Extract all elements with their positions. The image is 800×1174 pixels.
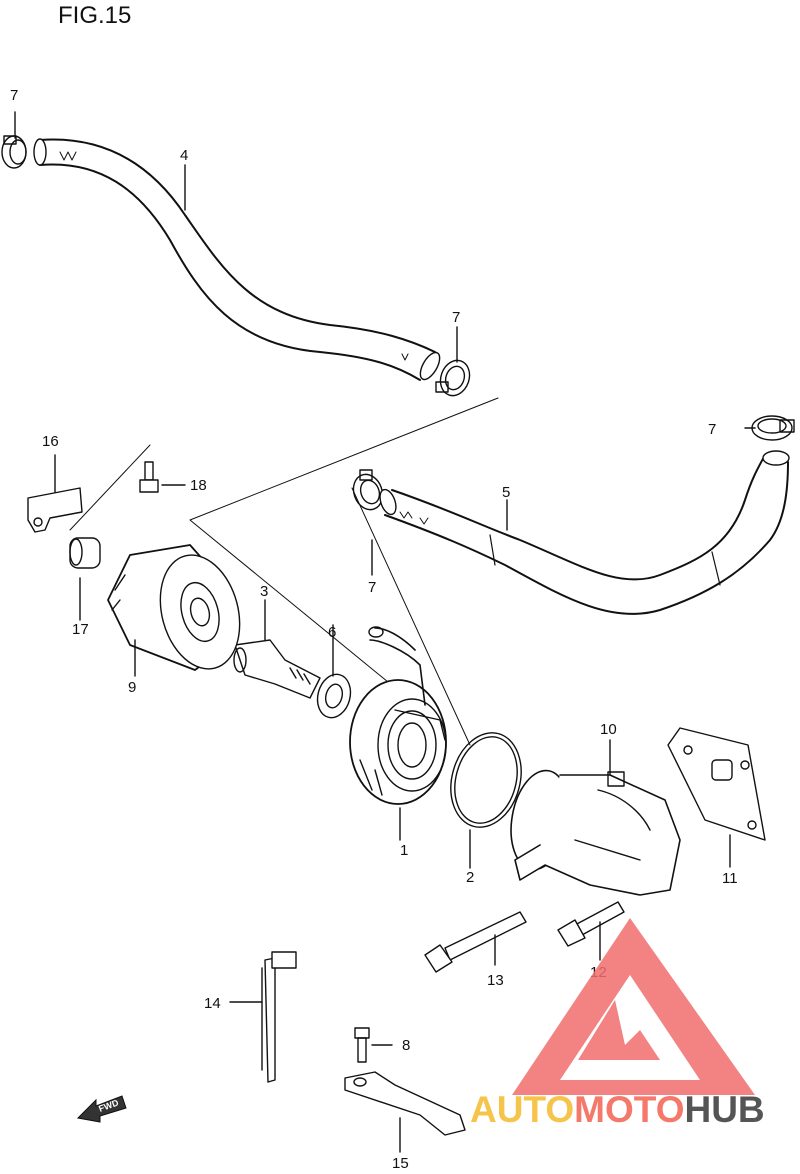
cooler-cover-10 xyxy=(510,769,681,896)
bolt-8 xyxy=(354,1027,370,1063)
oil-cooler-1 xyxy=(349,626,447,805)
callout-10: 10 xyxy=(600,721,617,738)
oil-filter-9 xyxy=(107,544,241,671)
callout-2: 2 xyxy=(466,869,474,886)
callout-14: 14 xyxy=(204,995,221,1012)
callout-17: 17 xyxy=(72,621,89,638)
bolt-13 xyxy=(424,911,527,973)
stay-15 xyxy=(344,1071,466,1136)
hose-clamp-7-mid xyxy=(435,359,471,397)
callout-8: 8 xyxy=(402,1037,410,1054)
callout-7-right: 7 xyxy=(708,421,716,438)
callout-16: 16 xyxy=(42,433,59,450)
callout-11: 11 xyxy=(722,870,738,887)
callout-7-lower: 7 xyxy=(368,579,376,596)
hose-14 xyxy=(261,951,297,1083)
union-bolt-3 xyxy=(233,639,321,699)
callout-13: 13 xyxy=(487,972,504,989)
hose-clamp-7-right xyxy=(751,415,795,441)
hose-clamp-7-lower xyxy=(352,469,384,511)
callout-1: 1 xyxy=(400,842,408,859)
callout-4: 4 xyxy=(180,147,188,164)
callout-15: 15 xyxy=(392,1155,409,1172)
gasket-11 xyxy=(667,727,766,841)
forward-arrow-icon: FWD xyxy=(76,1095,127,1123)
hose-4 xyxy=(33,138,441,381)
callout-7-top-left: 7 xyxy=(10,87,18,104)
gasket-6 xyxy=(316,673,352,719)
callout-6: 6 xyxy=(328,624,336,641)
callout-3: 3 xyxy=(260,583,268,600)
o-ring-2 xyxy=(450,732,522,828)
figure-title: FIG.15 xyxy=(58,2,132,29)
cap-17 xyxy=(69,537,101,569)
callout-18: 18 xyxy=(190,477,207,494)
callout-7-mid: 7 xyxy=(452,309,460,326)
bracket-16 xyxy=(27,487,83,533)
watermark-logo-text: AUTOMOTOHUB xyxy=(470,1089,765,1130)
callout-5: 5 xyxy=(502,484,510,501)
hose-5 xyxy=(379,450,790,615)
callout-9: 9 xyxy=(128,679,136,696)
bolt-12 xyxy=(557,901,625,947)
automotohub-logo-icon xyxy=(512,918,755,1095)
bolt-18 xyxy=(139,461,159,493)
hose-clamp-7-top-left xyxy=(1,135,27,169)
